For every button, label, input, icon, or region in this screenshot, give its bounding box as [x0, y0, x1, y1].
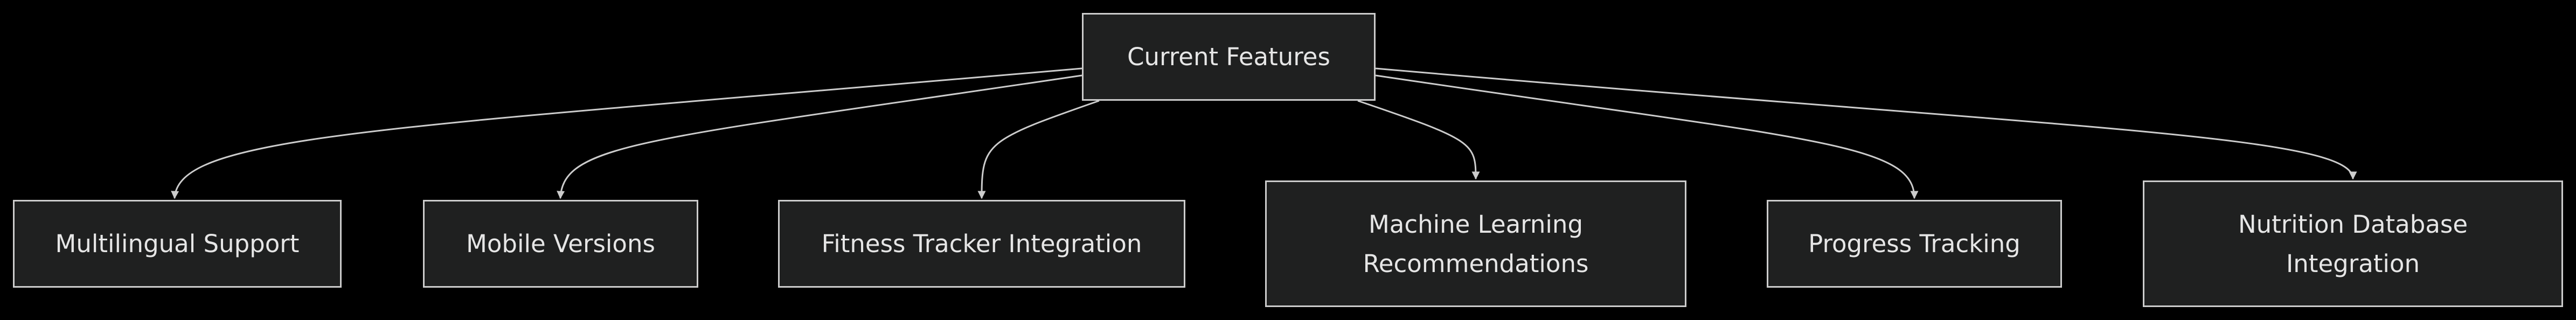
node-current-features: Current Features — [1082, 13, 1376, 101]
node-mobile-versions: Mobile Versions — [423, 200, 698, 288]
node-machine-learning-recommendations: Machine Learning Recommendations — [1265, 180, 1686, 307]
edge-to-mobile-versions — [557, 74, 1082, 199]
node-progress-tracking-label: Progress Tracking — [1808, 229, 2020, 258]
node-nutrition-database-integration: Nutrition Database Integration — [2143, 180, 2563, 307]
node-mobile-versions-label: Mobile Versions — [466, 229, 655, 258]
node-fitness-tracker-integration: Fitness Tracker Integration — [778, 200, 1185, 288]
edges — [171, 67, 2357, 199]
edge-to-multilingual-support — [171, 67, 1082, 199]
edge-to-fitness-tracker-integration — [977, 100, 1100, 199]
node-fitness-tracker-integration-label: Fitness Tracker Integration — [821, 229, 1142, 258]
node-nutrition-database-integration-label: Nutrition Database Integration — [2238, 210, 2468, 278]
edge-to-machine-learning-recommendations — [1357, 100, 1480, 180]
node-current-features-label: Current Features — [1127, 43, 1330, 71]
node-progress-tracking: Progress Tracking — [1767, 200, 2062, 288]
edge-to-progress-tracking — [1375, 74, 1919, 199]
node-multilingual-support: Multilingual Support — [13, 200, 342, 288]
node-machine-learning-recommendations-label: Machine Learning Recommendations — [1363, 210, 1589, 278]
node-multilingual-support-label: Multilingual Support — [55, 229, 300, 258]
edge-to-nutrition-database-integration — [1375, 67, 2357, 180]
